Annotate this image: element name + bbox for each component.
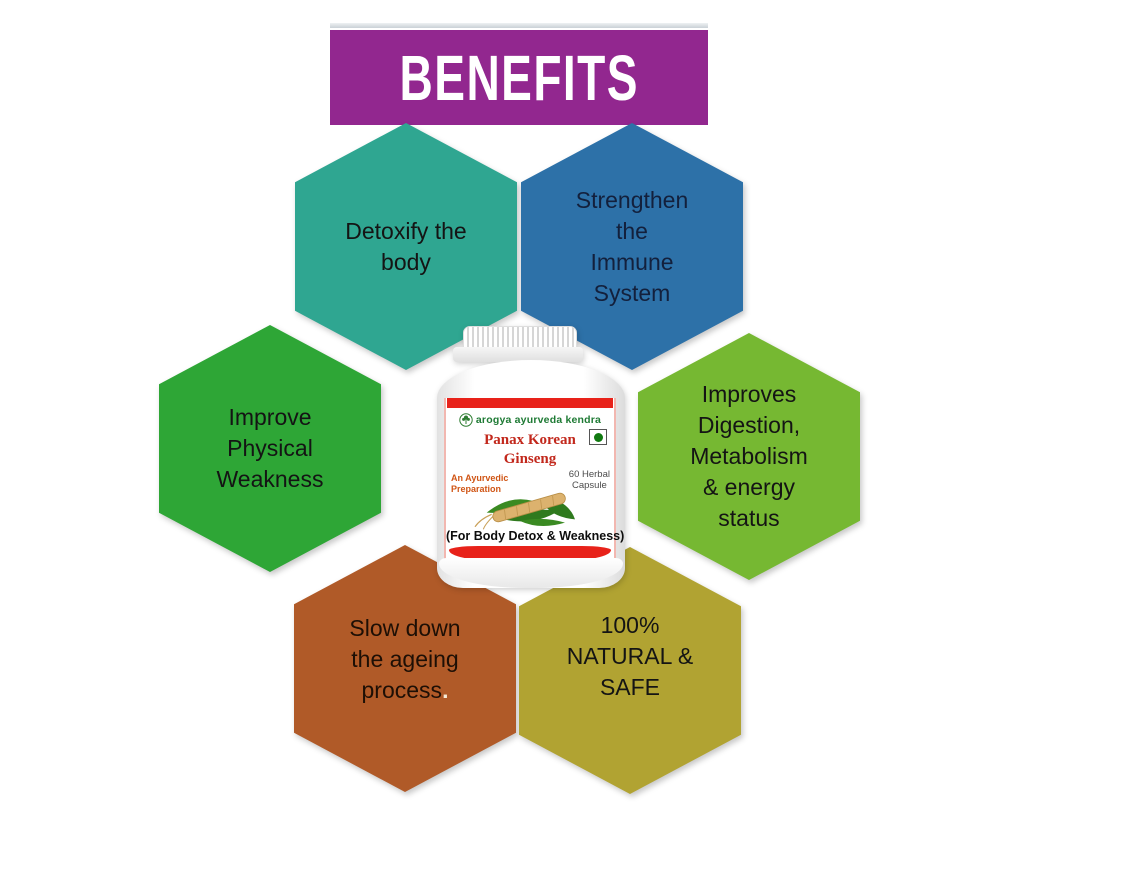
product-tagline: (For Body Detox & Weakness) [446, 529, 625, 543]
hexagon-improve-physical-weakness: Improve Physical Weakness [159, 325, 381, 572]
hexagon-improves-digestion: Improves Digestion, Metabolism & energy … [638, 333, 860, 580]
benefits-banner: BENEFITS [330, 23, 708, 125]
hexagon-natural-safe: 100% NATURAL & SAFE [519, 547, 741, 794]
label-top-band [447, 398, 613, 408]
ayurvedic-preparation-note: An Ayurvedic Preparation [451, 473, 509, 494]
product-name: Panax Korean Ginseng [484, 432, 576, 467]
bottle-label: arogya ayurveda kendra Panax Korean Gins… [444, 398, 625, 561]
hexagon-detoxify-label: Detoxify the body [345, 217, 467, 275]
hexagon-physical-label: Improve Physical Weakness [216, 404, 324, 492]
capsule-count-note: 60 Herbal Capsule [568, 469, 610, 491]
brand-tree-icon [459, 413, 473, 427]
veg-mark-icon [589, 429, 607, 445]
hexagon-ageing-label: Slow down the ageing process [349, 615, 461, 703]
bottle-cap [463, 326, 577, 350]
hexagon-digestion-label: Improves Digestion, Metabolism & energy … [690, 381, 808, 531]
brand-name: arogya ayurveda kendra [475, 414, 602, 426]
benefits-title: BENEFITS [399, 41, 639, 114]
bottle-cap-skirt [453, 347, 583, 362]
product-bottle: arogya ayurveda kendra Panax Korean Gins… [437, 326, 625, 588]
label-bottom-band [449, 546, 611, 561]
hexagon-ageing-period: . [442, 677, 449, 703]
hexagon-immune-label: Strengthen the Immune System [575, 186, 689, 306]
hexagon-detoxify-the-body: Detoxify the body [295, 123, 517, 370]
ginseng-root-illustration [474, 492, 575, 530]
hexagon-natural-label: 100% NATURAL & SAFE [566, 612, 694, 700]
